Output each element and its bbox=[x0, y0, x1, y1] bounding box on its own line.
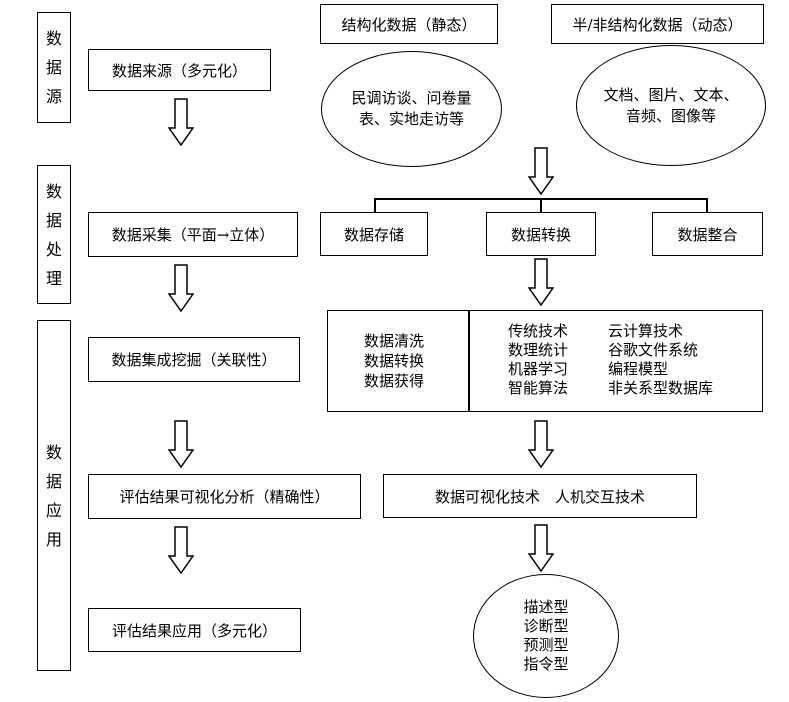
list-item: 智能算法 bbox=[508, 379, 569, 397]
list-item: 传统技术 bbox=[508, 322, 569, 340]
data-mining-box: 数据集成挖掘（关联性） bbox=[88, 337, 300, 382]
data-integration-box: 数据整合 bbox=[652, 212, 763, 256]
oval-text-line: 民调访谈、问卷量 bbox=[351, 89, 472, 107]
list-item: 数据转换 bbox=[364, 352, 425, 370]
evaluation-analysis-box: 评估结果可视化分析（精确性） bbox=[88, 474, 361, 519]
analysis-types-oval: 描述型 诊断型 预测型 指令型 bbox=[473, 574, 619, 698]
list-item: 数据清洗 bbox=[364, 332, 425, 350]
down-arrow-icon bbox=[168, 98, 194, 146]
list-item: 非关系型数据库 bbox=[608, 379, 714, 397]
stage-char: 据 bbox=[45, 471, 62, 491]
stage-char: 据 bbox=[45, 210, 62, 230]
stage-char: 用 bbox=[45, 529, 62, 549]
down-arrow-icon bbox=[528, 524, 554, 572]
oval-text-line: 文档、图片、文本、 bbox=[603, 85, 739, 104]
unstructured-data-oval: 文档、图片、文本、 音频、图像等 bbox=[576, 45, 766, 166]
stage-char: 数 bbox=[45, 181, 62, 201]
data-storage-box: 数据存储 bbox=[320, 212, 428, 256]
table-divider bbox=[468, 311, 470, 411]
stage-char: 理 bbox=[45, 268, 62, 288]
type-item: 诊断型 bbox=[523, 617, 569, 635]
type-item: 指令型 bbox=[523, 655, 569, 673]
structured-data-oval: 民调访谈、问卷量 表、实地走访等 bbox=[321, 51, 502, 167]
down-arrow-icon bbox=[528, 420, 554, 468]
list-item: 数理统计 bbox=[508, 341, 569, 359]
list-item: 机器学习 bbox=[508, 360, 569, 378]
visualization-tech-box: 数据可视化技术 人机交互技术 bbox=[383, 474, 697, 518]
data-conversion-box: 数据转换 bbox=[486, 212, 596, 256]
tech-column-bigdata: 云计算技术 谷歌文件系统 编程模型 非关系型数据库 bbox=[608, 322, 713, 398]
list-item: 谷歌文件系统 bbox=[608, 341, 699, 359]
down-arrow-icon bbox=[528, 258, 554, 306]
branch-connector bbox=[540, 198, 542, 213]
tech-column-traditional: 传统技术 数理统计 机器学习 智能算法 bbox=[508, 322, 568, 398]
list-item: 数据获得 bbox=[364, 372, 425, 390]
down-arrow-icon bbox=[528, 147, 554, 195]
stage-char: 数 bbox=[45, 29, 62, 48]
down-arrow-icon bbox=[168, 420, 194, 468]
list-item: 云计算技术 bbox=[608, 322, 684, 340]
unstructured-data-box: 半/非结构化数据（动态） bbox=[551, 4, 764, 44]
list-item: 编程模型 bbox=[608, 360, 669, 378]
techniques-table: 数据清洗 数据转换 数据获得 传统技术 数理统计 机器学习 智能算法 云计算技术… bbox=[327, 310, 763, 412]
oval-text-line: 表、实地走访等 bbox=[358, 110, 464, 128]
oval-text-line: 音频、图像等 bbox=[625, 106, 716, 125]
stage-char: 数 bbox=[45, 442, 62, 462]
evaluation-application-box: 评估结果应用（多元化） bbox=[88, 608, 301, 652]
data-collection-box: 数据采集（平面→立体） bbox=[88, 212, 298, 257]
cleaning-list: 数据清洗 数据转换 数据获得 bbox=[364, 331, 424, 391]
type-item: 描述型 bbox=[523, 598, 569, 616]
branch-connector bbox=[374, 198, 376, 213]
down-arrow-icon bbox=[168, 264, 194, 312]
down-arrow-icon bbox=[168, 526, 194, 574]
stage-char: 据 bbox=[45, 58, 62, 77]
stage-label-source: 数 据 源 bbox=[37, 12, 71, 123]
type-item: 预测型 bbox=[523, 636, 569, 654]
stage-char: 源 bbox=[45, 87, 62, 106]
stage-label-processing: 数 据 处 理 bbox=[37, 165, 71, 304]
structured-data-box: 结构化数据（静态） bbox=[320, 4, 498, 44]
stage-char: 处 bbox=[45, 239, 62, 259]
data-source-box: 数据来源（多元化） bbox=[88, 49, 271, 91]
stage-label-application: 数 据 应 用 bbox=[37, 320, 71, 671]
branch-connector bbox=[706, 198, 708, 213]
stage-char: 应 bbox=[45, 500, 62, 520]
